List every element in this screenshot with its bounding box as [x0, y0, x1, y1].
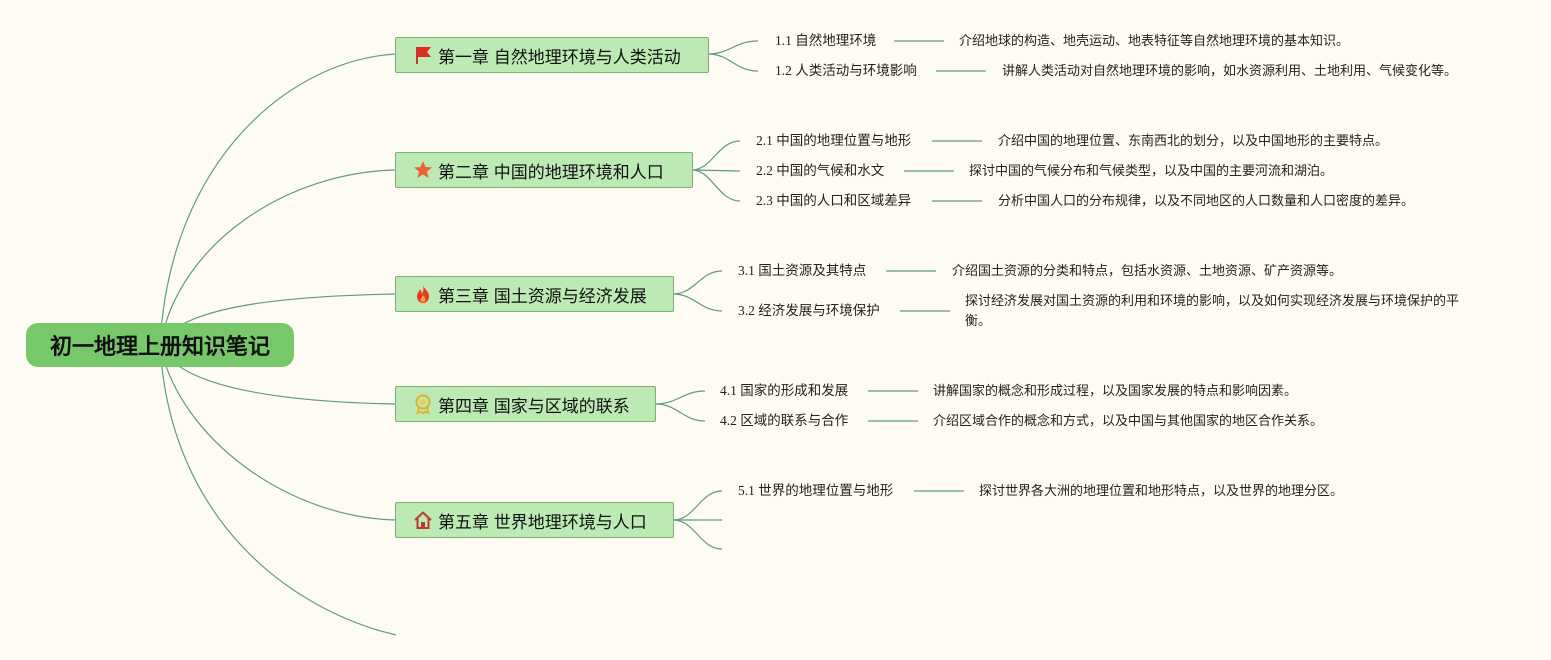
- section-3-2[interactable]: 3.2 经济发展与环境保护: [738, 303, 880, 318]
- root-title: 初一地理上册知识笔记: [49, 334, 270, 359]
- chapter-1[interactable]: 第一章 自然地理环境与人类活动: [395, 37, 709, 73]
- chapter-2[interactable]: 第二章 中国的地理环境和人口: [395, 152, 693, 188]
- chapter-5-title: 第五章 世界地理环境与人口: [438, 512, 647, 532]
- section-1-1[interactable]: 1.1 自然地理环境: [775, 33, 877, 48]
- section-2-3[interactable]: 2.3 中国的人口和区域差异: [756, 193, 912, 208]
- medal-icon: [412, 393, 434, 415]
- link-root-ch6: [159, 344, 397, 636]
- section-3-2-desc[interactable]: 探讨经济发展对国土资源的利用和环境的影响，以及如何实现经济发展与环境保护的平衡。: [965, 293, 1460, 328]
- section-2-2[interactable]: 2.2 中国的气候和水文: [756, 163, 885, 178]
- section-1-1-desc[interactable]: 介绍地球的构造、地壳运动、地表特征等自然地理环境的基本知识。: [959, 33, 1350, 48]
- section-1-2[interactable]: 1.2 人类活动与环境影响: [775, 63, 917, 78]
- red-flag-icon: [412, 44, 434, 66]
- section-5-1[interactable]: 5.1 世界的地理位置与地形: [738, 483, 894, 498]
- chapter-5[interactable]: 第五章 世界地理环境与人口: [395, 502, 674, 538]
- chapter-2-title: 第二章 中国的地理环境和人口: [438, 162, 664, 182]
- chapter-3-title: 第三章 国土资源与经济发展: [438, 286, 647, 306]
- section-4-2-desc[interactable]: 介绍区域合作的概念和方式，以及中国与其他国家的地区合作关系。: [933, 413, 1324, 428]
- chapter-3[interactable]: 第三章 国土资源与经济发展: [395, 276, 674, 312]
- link-root-ch5: [159, 344, 397, 521]
- fire-icon: [412, 283, 434, 305]
- section-4-2[interactable]: 4.2 区域的联系与合作: [720, 413, 849, 428]
- chapter-4-title: 第四章 国家与区域的联系: [438, 396, 630, 416]
- section-2-1-desc[interactable]: 介绍中国的地理位置、东南西北的划分，以及中国地形的主要特点。: [998, 133, 1389, 148]
- section-4-1[interactable]: 4.1 国家的形成和发展: [720, 383, 849, 398]
- star-icon: [412, 159, 434, 181]
- section-2-1[interactable]: 2.1 中国的地理位置与地形: [756, 133, 912, 148]
- root-topic[interactable]: 初一地理上册知识笔记: [26, 323, 294, 367]
- house-icon: [412, 509, 434, 531]
- section-4-1-desc[interactable]: 讲解国家的概念和形成过程，以及国家发展的特点和影响因素。: [933, 383, 1298, 398]
- chapter-4[interactable]: 第四章 国家与区域的联系: [395, 386, 656, 422]
- section-2-3-desc[interactable]: 分析中国人口的分布规律，以及不同地区的人口数量和人口密度的差异。: [998, 193, 1415, 208]
- section-2-2-desc[interactable]: 探讨中国的气候分布和气候类型，以及中国的主要河流和湖泊。: [969, 163, 1334, 178]
- link-root-ch2: [159, 169, 397, 346]
- link-root-ch1: [159, 53, 397, 346]
- section-5-1-desc[interactable]: 探讨世界各大洲的地理位置和地形特点，以及世界的地理分区。: [979, 483, 1344, 498]
- section-3-1[interactable]: 3.1 国土资源及其特点: [738, 263, 867, 278]
- section-1-2-desc[interactable]: 讲解人类活动对自然地理环境的影响，如水资源利用、土地利用、气候变化等。: [1002, 63, 1458, 78]
- chapter-1-title: 第一章 自然地理环境与人类活动: [438, 47, 681, 67]
- section-3-1-desc[interactable]: 介绍国土资源的分类和特点，包括水资源、土地资源、矿产资源等。: [952, 263, 1343, 278]
